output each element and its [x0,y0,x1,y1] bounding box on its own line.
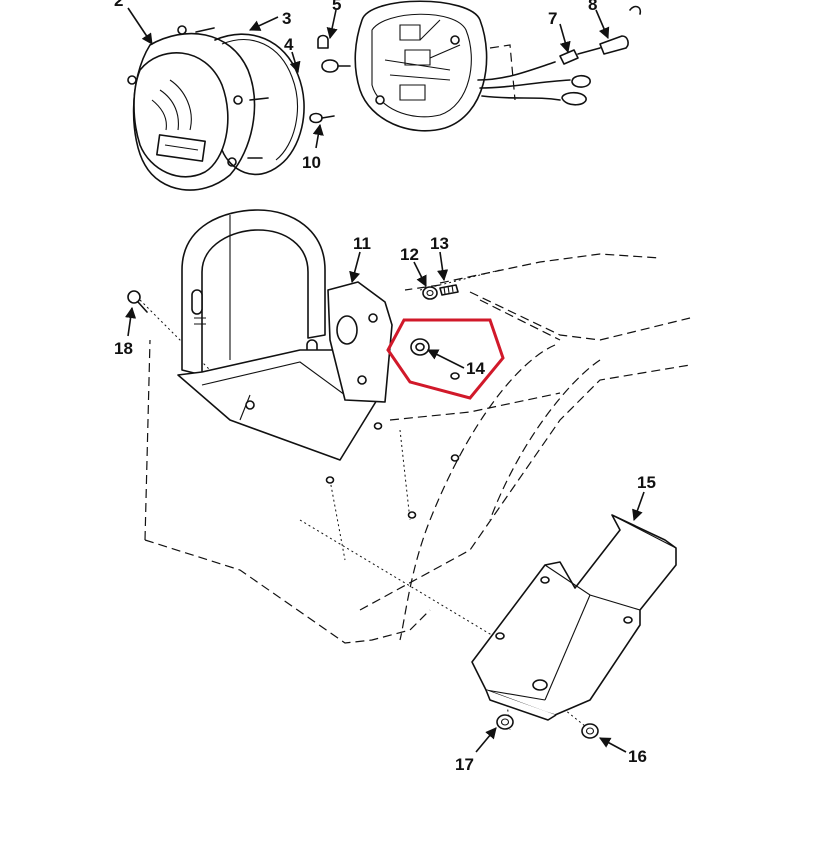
callout-17: 17 [455,755,474,774]
headlight-mounting-bracket [177,209,393,461]
fender-panel-outline [144,253,691,644]
headlight-gasket-ring [214,33,305,176]
callout-15: 15 [637,473,656,492]
wire-connectors [559,5,642,106]
callout-16: 16 [628,747,647,766]
screw-13 [439,284,459,296]
callout-2: 2 [114,0,123,10]
callout-11: 11 [353,234,371,253]
callout-12: 12 [400,245,419,264]
nut-17 [496,714,514,730]
callout-13: 13 [430,234,449,253]
callout-labels: 2 3 4 5 7 8 10 11 12 13 14 15 16 17 18 [114,0,656,774]
callout-14: 14 [466,359,485,378]
lockwasher-14 [410,338,460,380]
fender-mount-holes [325,422,460,519]
callout-5: 5 [332,0,341,14]
callout-18: 18 [114,339,133,358]
lamp-socket-body [354,0,571,132]
callout-leaders [125,7,645,753]
lamp-bulbs [309,34,351,124]
nut-16 [581,723,599,739]
highlight-box-item-14 [386,318,505,400]
callout-8: 8 [588,0,597,14]
callout-10: 10 [302,153,321,172]
bolt-18 [127,290,148,313]
headlight-lamp-housing [127,25,269,191]
callout-7: 7 [548,9,557,28]
lower-support-bracket [471,514,677,721]
callout-3: 3 [282,9,291,28]
callout-4: 4 [284,35,294,54]
nut-12 [422,286,438,300]
